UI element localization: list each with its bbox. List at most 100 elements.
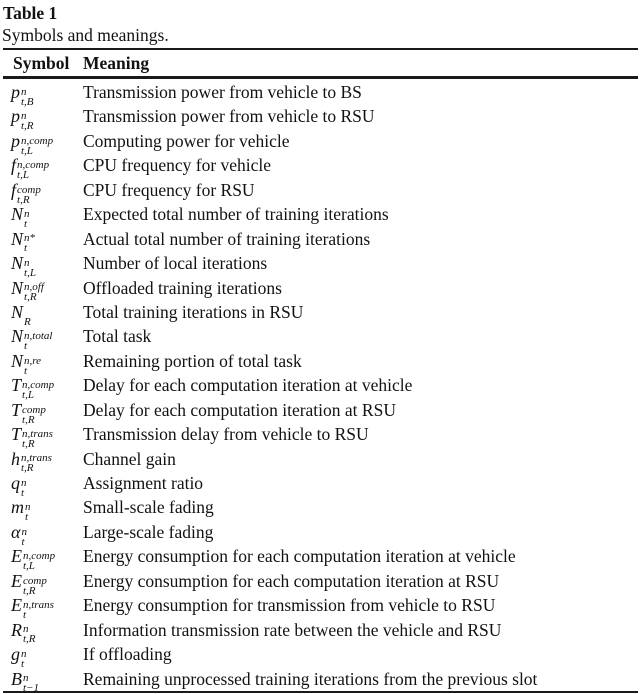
symbol-subscript: t (24, 218, 28, 230)
meaning-cell: If offloading (83, 644, 172, 665)
symbol-subscript: t (21, 486, 25, 499)
meaning-cell: Small-scale fading (83, 497, 214, 518)
symbol-base: g (11, 644, 20, 665)
symbol-base: N (11, 228, 24, 249)
symbol-base: T (11, 399, 22, 420)
meaning-cell: CPU frequency for RSU (83, 179, 255, 200)
symbol-superscript: n* (24, 232, 36, 245)
symbol-subscript: t (24, 340, 28, 353)
meaning-cell: Remaining portion of total task (83, 350, 302, 371)
symbol-superscript: n (23, 623, 29, 636)
symbol-base: h (11, 448, 20, 469)
symbol-base: q (11, 473, 20, 493)
symbol-subscript: t,B (21, 95, 34, 108)
symbol-superscript: n (21, 85, 27, 98)
symbol-subscript: t,L (17, 169, 29, 182)
symbol-superscript: n (21, 525, 27, 538)
meaning-cell: Transmission delay from vehicle to RSU (83, 424, 369, 445)
symbol-base: f (11, 155, 17, 176)
symbol-subscript: t,R (21, 120, 34, 133)
symbol-base: α (11, 521, 21, 542)
symbol-base: N (11, 301, 24, 322)
symbol-subscript: t (21, 535, 25, 548)
meaning-cell: Energy consumption for each computation … (83, 570, 500, 591)
table-top-rule (3, 48, 638, 50)
symbol-scripts: n*t (24, 232, 36, 254)
symbol-base: N (11, 253, 24, 274)
symbol-subscript: t,R (17, 193, 30, 206)
table-header-rule (3, 76, 638, 79)
symbol-subscript: R (24, 315, 31, 328)
symbol-base: p (11, 82, 20, 102)
table-caption: Symbols and meanings. (2, 25, 169, 45)
meaning-cell: Transmission power from vehicle to RSU (83, 106, 375, 127)
meaning-cell: Energy consumption for transmission from… (83, 595, 496, 616)
symbol-subscript: t,L (23, 560, 35, 573)
meaning-cell: Remaining unprocessed training iteration… (83, 668, 538, 689)
symbol-superscript: n,trans (23, 599, 54, 611)
meaning-cell: Actual total number of training iteratio… (83, 228, 371, 249)
symbol-base: T (11, 424, 22, 445)
symbol-base: N (11, 204, 24, 225)
symbol-superscript: n (24, 208, 30, 220)
symbol-superscript: n (23, 672, 29, 685)
meaning-cell: Computing power for vehicle (83, 130, 290, 151)
symbol-superscript: n,total (24, 330, 53, 343)
symbol-superscript: n,off (24, 281, 44, 294)
meaning-cell: Transmission power from vehicle to BS (83, 82, 362, 102)
meaning-cell: Offloaded training iterations (83, 277, 282, 298)
symbol-base: T (11, 375, 22, 396)
symbol-base: N (11, 277, 24, 298)
symbol-subscript: t,R (23, 633, 36, 646)
symbol-superscript: n,comp (22, 379, 55, 392)
symbol-superscript: n (24, 256, 30, 269)
symbol-base: N (11, 350, 24, 371)
symbol-subscript: t,R (23, 584, 36, 597)
symbol-superscript: n,comp (23, 550, 56, 563)
table-header-row: Symbol Meaning (0, 50, 640, 76)
table-bottom-rule (3, 690, 638, 693)
symbol-superscript: n,re (24, 354, 42, 367)
symbol-base: E (11, 570, 22, 591)
symbol-subscript: t (21, 657, 25, 670)
meaning-cell: CPU frequency for vehicle (83, 155, 272, 176)
